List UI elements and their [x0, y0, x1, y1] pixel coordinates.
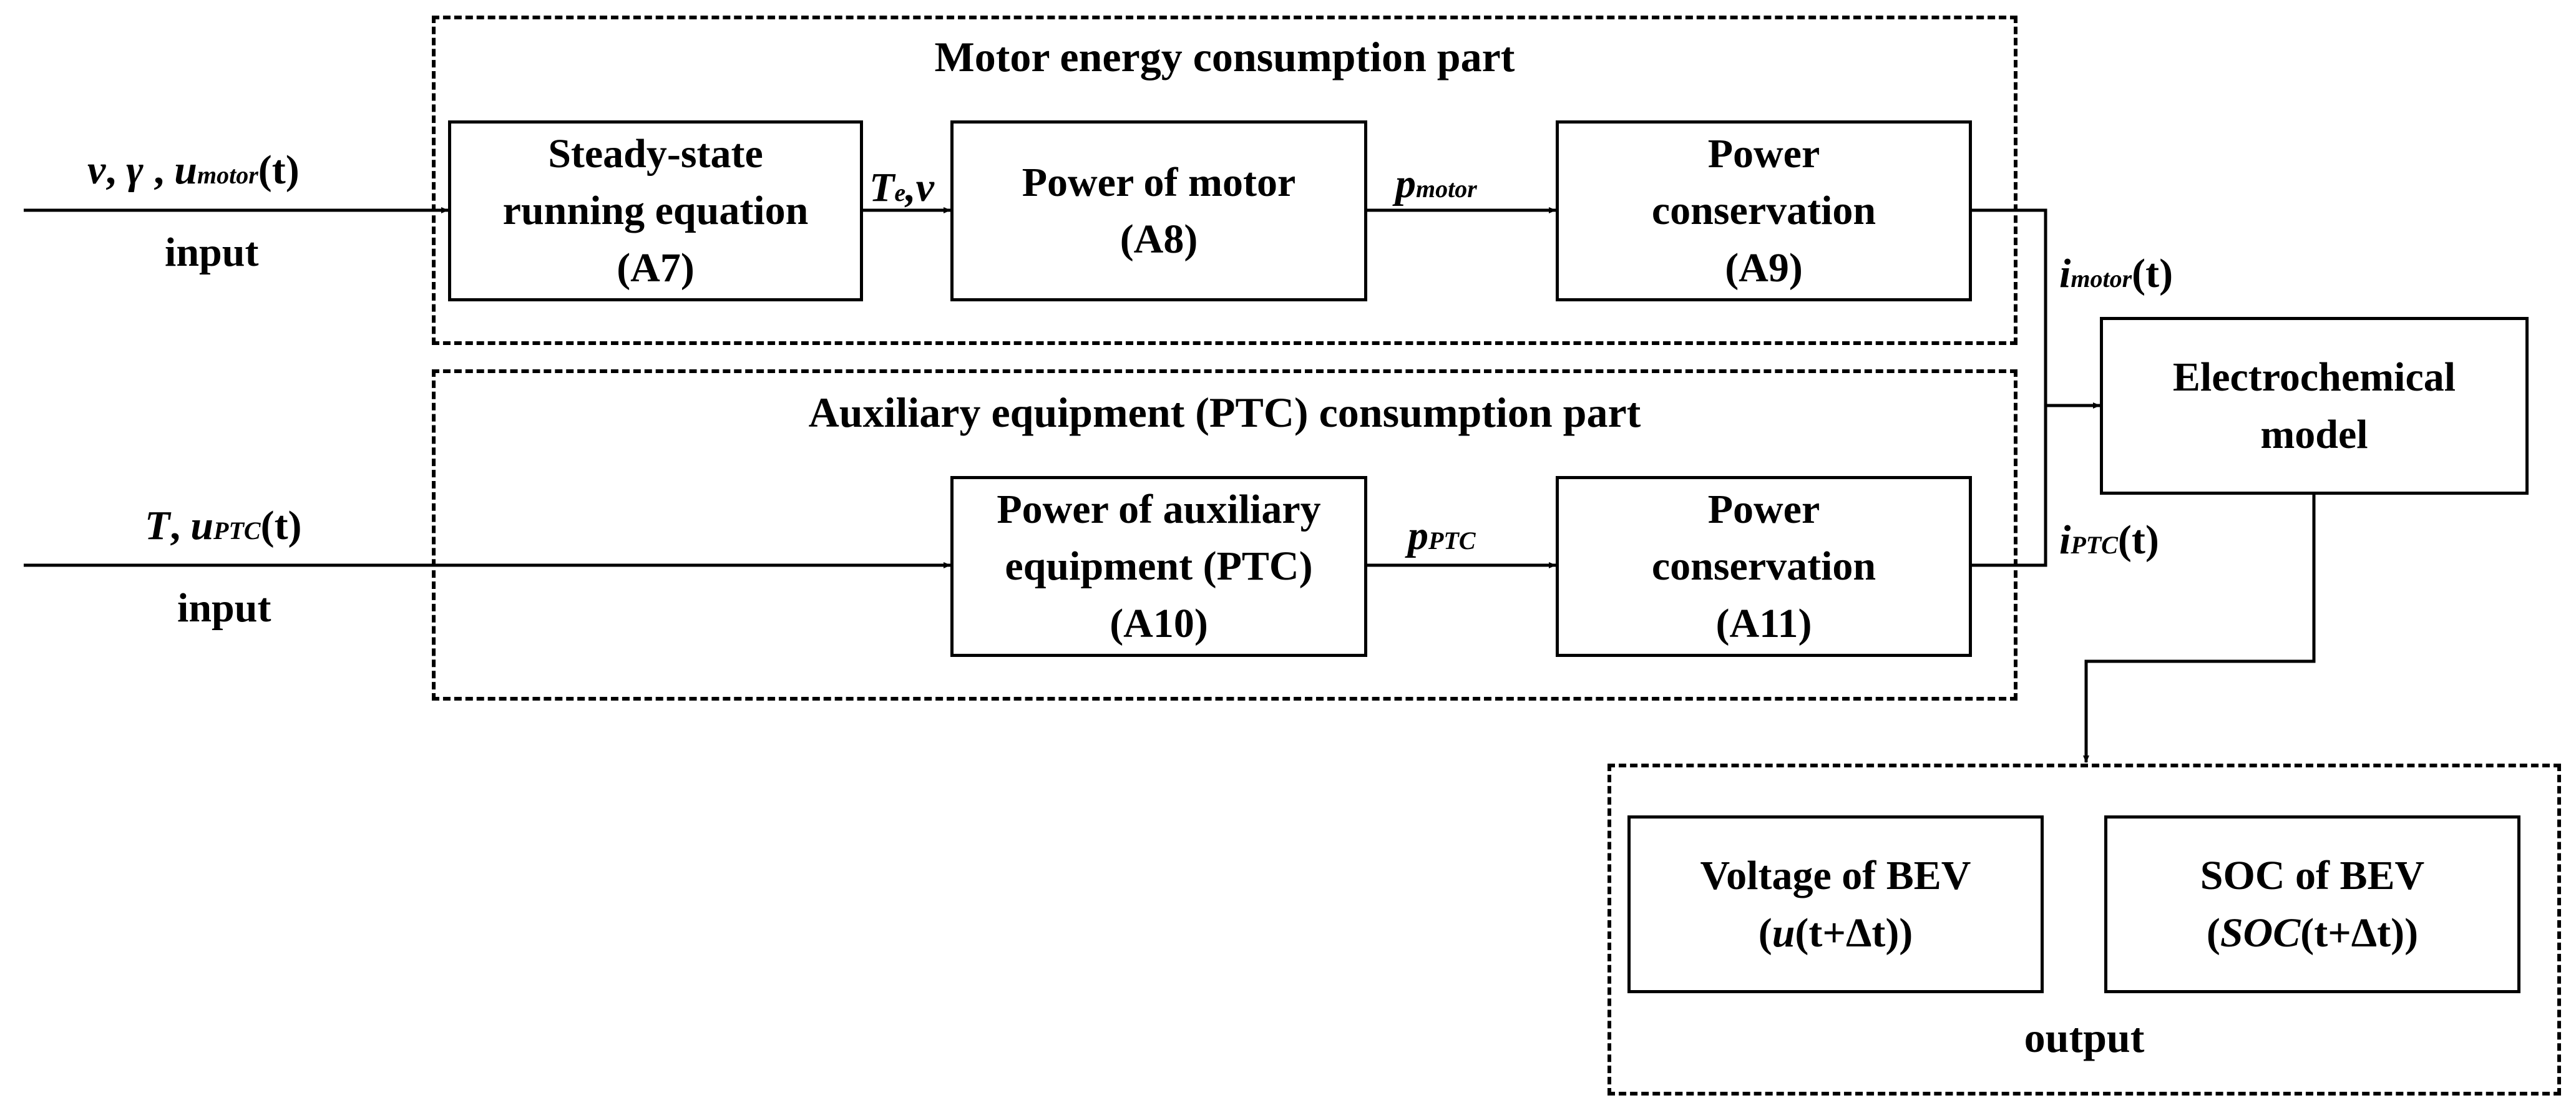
power-of-auxiliary-block: Power of auxiliary equipment (PTC) (A10)	[950, 476, 1367, 657]
voltage-of-bev-block: Voltage of BEV (u(t+Δt))	[1627, 815, 2044, 993]
electrochemical-model-block: Electrochemical model	[2100, 317, 2529, 495]
motor-energy-group-title: Motor energy consumption part	[934, 33, 1515, 80]
motor-input-label: input	[165, 230, 259, 275]
output-group	[1608, 764, 2561, 1096]
p-motor-label: pmotor	[1395, 161, 1477, 207]
power-of-motor-block: Power of motor (A8)	[950, 120, 1367, 301]
i-motor-label: imotor(t)	[2059, 251, 2174, 296]
motor-input-variables: v, γ , umotor(t)	[87, 147, 300, 193]
output-group-title: output	[2024, 1014, 2145, 1061]
motor-energy-group	[432, 16, 2017, 345]
p-ptc-label: pPTC	[1408, 513, 1476, 558]
line-a9-to-merge	[1972, 208, 2047, 406]
te-v-label: Te,v	[869, 165, 934, 210]
power-conservation-a11-block: Power conservation (A11)	[1556, 476, 1972, 657]
i-ptc-label: iPTC(t)	[2059, 517, 2159, 563]
ptc-consumption-group-title: Auxiliary equipment (PTC) consumption pa…	[808, 389, 1641, 436]
ptc-input-variables: T, uPTC(t)	[145, 503, 302, 548]
arrow-electrochemical-to-output	[2083, 495, 2316, 763]
ptc-input-label: input	[177, 585, 271, 631]
line-a11-to-merge	[1972, 406, 2047, 567]
soc-of-bev-block: SOC of BEV (SOC(t+Δt))	[2104, 815, 2520, 993]
ptc-consumption-group	[432, 369, 2017, 701]
steady-state-equation-block: Steady-state running equation (A7)	[448, 120, 863, 301]
power-conservation-a9-block: Power conservation (A9)	[1556, 120, 1972, 301]
